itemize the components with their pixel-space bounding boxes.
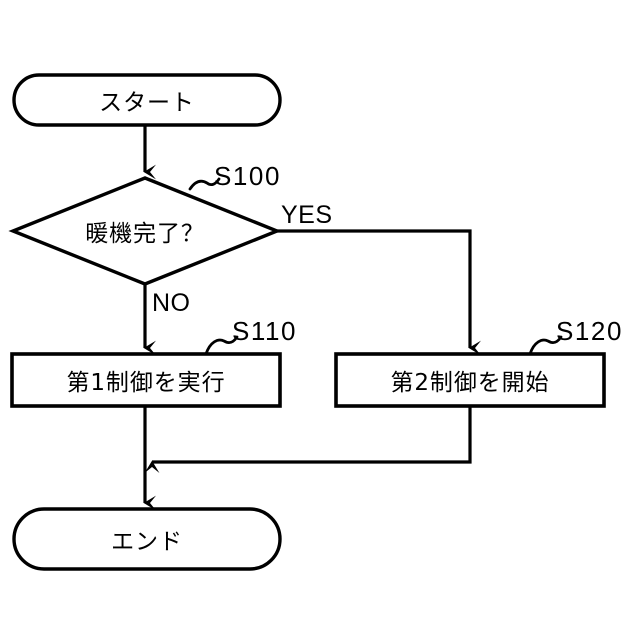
leader-line-s120 (528, 335, 563, 356)
start-node-shape (12, 73, 282, 127)
process-second-node-shape (334, 352, 606, 408)
process-first-node-shape (10, 352, 282, 408)
end-node-shape (12, 507, 282, 571)
edge-decision-yes-to-process-second (277, 229, 481, 356)
decision-node-shape (8, 176, 282, 286)
edge-process-second-to-merge (144, 406, 472, 473)
leader-line-s110 (204, 335, 239, 356)
leader-line-s100 (188, 177, 221, 191)
